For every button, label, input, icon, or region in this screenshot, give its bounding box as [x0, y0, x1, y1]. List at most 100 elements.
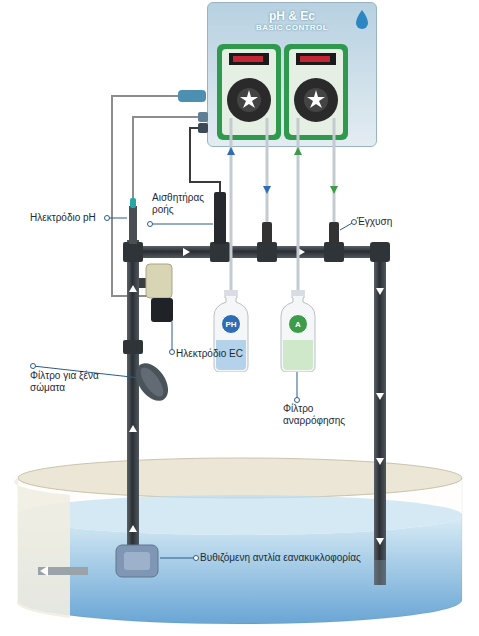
pipe — [374, 252, 386, 585]
callout-label: Ηλεκτρόδιο pH — [30, 212, 110, 224]
injector — [329, 222, 339, 244]
pump-rotor — [304, 88, 328, 112]
rotor-star — [307, 90, 325, 108]
pipe — [139, 278, 151, 288]
rotor-star — [240, 90, 258, 108]
tank-wall — [18, 478, 462, 624]
flow-arrow — [129, 285, 137, 292]
flow-arrow — [298, 248, 305, 256]
pipe — [127, 246, 386, 258]
ec-electrode — [151, 298, 173, 322]
pipe-underwater — [374, 560, 386, 585]
pipe-fitting — [370, 242, 390, 262]
pipe-fitting — [210, 242, 230, 262]
leader-lines — [31, 216, 357, 561]
leader-line — [297, 372, 298, 400]
leader-line — [160, 558, 196, 559]
display — [296, 53, 336, 65]
leader-dot — [170, 350, 175, 355]
callout-label: Φίλτρο για ξένα σώματα — [30, 370, 104, 394]
injector — [262, 222, 272, 244]
flow-arrow — [376, 458, 384, 465]
pipe — [127, 240, 139, 560]
tank-rim — [18, 458, 462, 498]
leader-dot — [194, 556, 199, 561]
bottle: A — [279, 290, 317, 372]
flow-sensor — [214, 192, 226, 244]
bottle-badge: A — [288, 314, 308, 334]
leader-line — [172, 322, 173, 352]
pump-panel — [222, 49, 276, 135]
pipe-fitting — [324, 242, 344, 262]
pump-panel — [284, 44, 348, 140]
display — [229, 53, 269, 65]
pump-tube — [333, 118, 336, 147]
ph-electrode — [129, 206, 137, 244]
bottle-badge: PH — [221, 314, 241, 334]
leader-dot — [105, 216, 110, 221]
bottle-body — [281, 290, 315, 372]
callout-label: Ηλεκτρόδιο EC — [176, 348, 266, 360]
sensor-wire — [133, 117, 205, 200]
cable-connector — [198, 123, 208, 133]
flow-arrow — [263, 186, 271, 194]
callout-label: Βυθιζόμενη αντλία εανακυκλοφορίας — [200, 552, 470, 564]
water-surface — [18, 495, 462, 535]
suction-tube — [294, 147, 302, 290]
pipe-fitting — [257, 242, 277, 262]
callout-label: Έγχυση — [357, 216, 417, 228]
filter-body — [137, 364, 168, 400]
leader-dot — [31, 364, 36, 369]
cable-connector — [178, 90, 206, 102]
flow-arrow — [376, 538, 384, 545]
filter — [129, 357, 174, 406]
pump-tube — [266, 118, 269, 147]
leader-line — [340, 222, 354, 230]
leader-dot — [352, 220, 357, 225]
pipe-fitting — [123, 242, 143, 262]
flow-arrow — [129, 425, 137, 432]
submersible-pump — [124, 552, 150, 570]
controller-box: pH & EcBASIC CONTROL — [207, 2, 377, 147]
pump-panel — [289, 49, 343, 135]
flow-arrow — [40, 566, 48, 576]
ec-cell — [146, 264, 172, 298]
pump-head — [227, 78, 271, 122]
flow-arrow — [183, 248, 190, 256]
filter-body — [129, 357, 174, 406]
node-title: pH & Ec — [269, 9, 315, 23]
pipe-fitting — [123, 340, 143, 354]
display-segments — [233, 56, 263, 62]
flow-arrow — [376, 393, 384, 400]
display-segments — [300, 56, 330, 62]
outlet-pipe — [38, 567, 88, 575]
bottle-cap — [225, 290, 237, 296]
suction-tube — [227, 147, 235, 290]
flow-arrow — [330, 186, 338, 194]
dosing-tube — [333, 145, 336, 222]
flow-arrow — [376, 288, 384, 295]
tank-water — [18, 515, 462, 624]
bottle: PH — [212, 290, 250, 372]
arrow-head — [294, 147, 302, 155]
node-subtitle: BASIC CONTROL — [256, 23, 328, 33]
tube-line — [297, 147, 300, 290]
logo-drop — [356, 10, 368, 29]
arrow-head — [227, 147, 235, 155]
bottle-body — [214, 290, 248, 372]
callout-label: Φίλτρο αναρρόφησης — [283, 403, 363, 427]
leader-line — [150, 224, 213, 225]
cable-connector — [198, 112, 208, 122]
tank-side — [14, 478, 70, 618]
pump-rotor — [237, 88, 261, 112]
flow-arrow — [129, 525, 137, 532]
leader-line — [107, 218, 127, 219]
pump-head — [294, 78, 338, 122]
ph-electrode-cap — [130, 198, 136, 208]
pump-tube — [230, 118, 233, 147]
bottle-cap — [292, 290, 304, 296]
pump-tube — [297, 118, 300, 147]
